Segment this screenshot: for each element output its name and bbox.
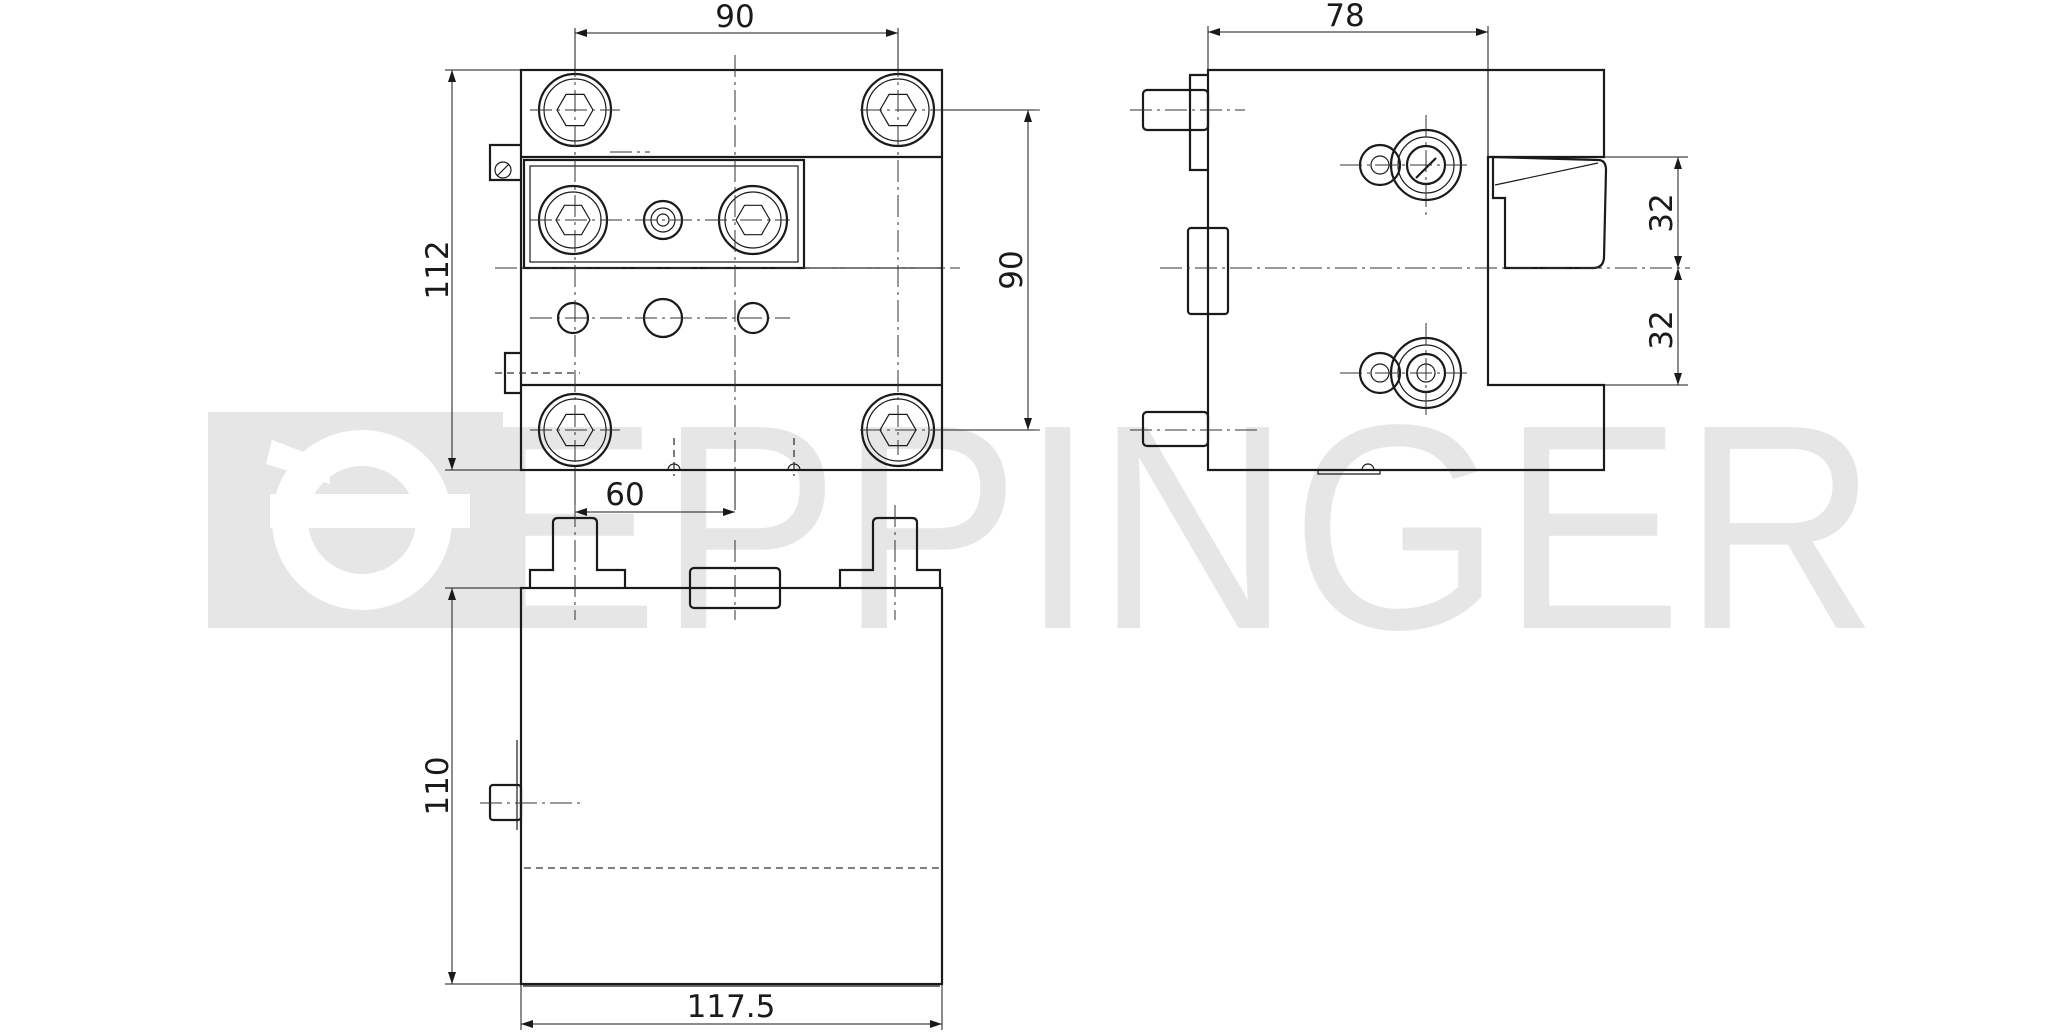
- dim-pin-offset: 60: [605, 477, 644, 513]
- dim-upper-offset: 32: [1644, 193, 1680, 232]
- dim-front-width: 117.5: [687, 989, 776, 1025]
- dim-front-height: 110: [420, 756, 456, 815]
- dim-lower-offset: 32: [1644, 310, 1680, 349]
- side-key: [1186, 226, 1230, 316]
- dim-bolt-spacing: 90: [715, 0, 754, 35]
- top-view-body: [519, 68, 944, 472]
- dim-inner-height: 90: [994, 250, 1030, 289]
- watermark-text: EPPINGER: [478, 364, 1878, 690]
- side-view: 78 32 32: [1130, 0, 1690, 475]
- eppinger-watermark: EPPINGER: [208, 364, 1878, 690]
- dim-overall-height: 112: [420, 240, 456, 299]
- dim-side-width: 78: [1325, 0, 1364, 34]
- side-view-body: [1206, 68, 1606, 472]
- eppinger-logo-icon: [208, 412, 503, 628]
- front-view: 110 117.5: [420, 505, 944, 1030]
- top-view: 90 112 90 60: [420, 0, 1040, 516]
